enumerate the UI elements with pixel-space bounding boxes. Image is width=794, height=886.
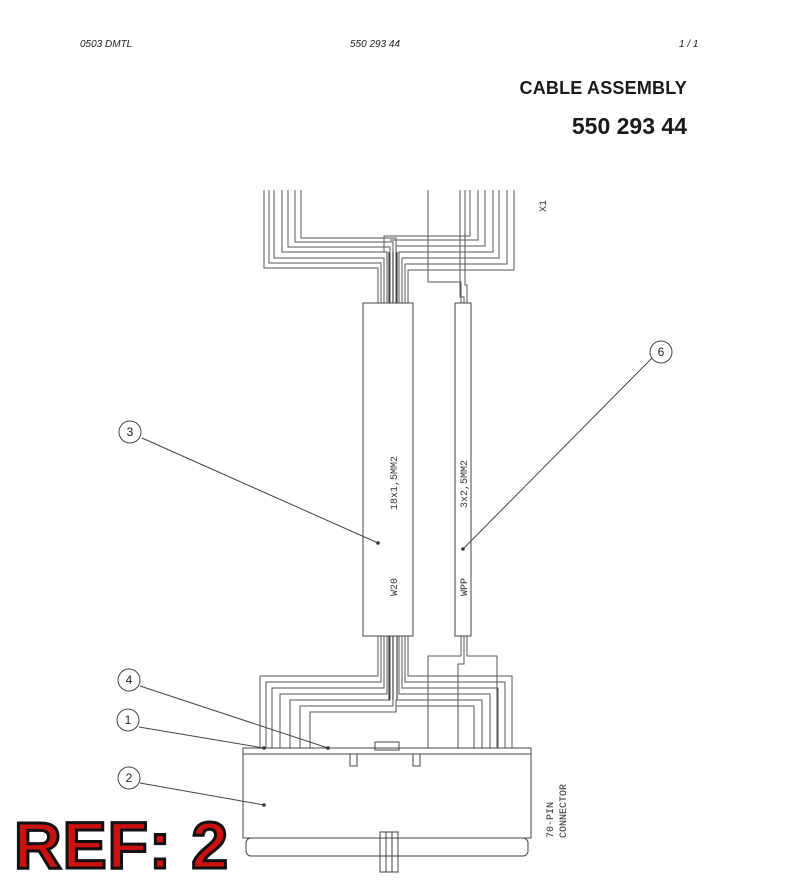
cable-wpp-spec: 3x2,5MM2 — [460, 460, 471, 508]
connector-70-pin — [242, 741, 532, 873]
cable-wpp-id: WPP — [460, 578, 471, 596]
page-number: 1 / 1 — [679, 39, 699, 50]
ref-label: REF: 2 — [12, 808, 230, 882]
drawing-part-number: 550 293 44 — [571, 113, 687, 139]
cable-wpp-jacket — [454, 302, 472, 637]
callout-3-bubble — [118, 420, 142, 444]
cable-w20-spec: 18x1,5MM2 — [390, 456, 401, 510]
lower-wires-w20 — [259, 636, 513, 748]
callout-6: 6 — [658, 345, 665, 359]
callout-3: 3 — [127, 425, 134, 439]
cable-w20-id: W20 — [390, 578, 401, 596]
callout-6-bubble — [649, 340, 673, 364]
doc-code: 0503 DMTL — [80, 39, 133, 50]
connector-x1-label: X1 — [539, 200, 550, 212]
leader-lines — [138, 357, 653, 806]
lower-wires-wpp — [427, 636, 498, 748]
callout-1-bubble — [116, 708, 140, 732]
header-part-number: 550 293 44 — [350, 39, 401, 50]
connector-label-line2: CONNECTOR — [559, 784, 570, 838]
upper-core-wires — [388, 252, 398, 700]
drawing-title: CABLE ASSEMBLY — [519, 78, 687, 98]
cable-w20-jacket — [362, 302, 414, 637]
callout-4: 4 — [126, 673, 133, 687]
callout-2-bubble — [117, 766, 141, 790]
callout-1: 1 — [125, 713, 132, 727]
upper-wires-wpp — [427, 190, 468, 303]
callout-2: 2 — [126, 771, 133, 785]
connector-label-line1: 70-PIN — [546, 802, 557, 838]
upper-wires-w20 — [263, 190, 515, 303]
callout-4-bubble — [117, 668, 141, 692]
leader-dots — [262, 541, 465, 807]
